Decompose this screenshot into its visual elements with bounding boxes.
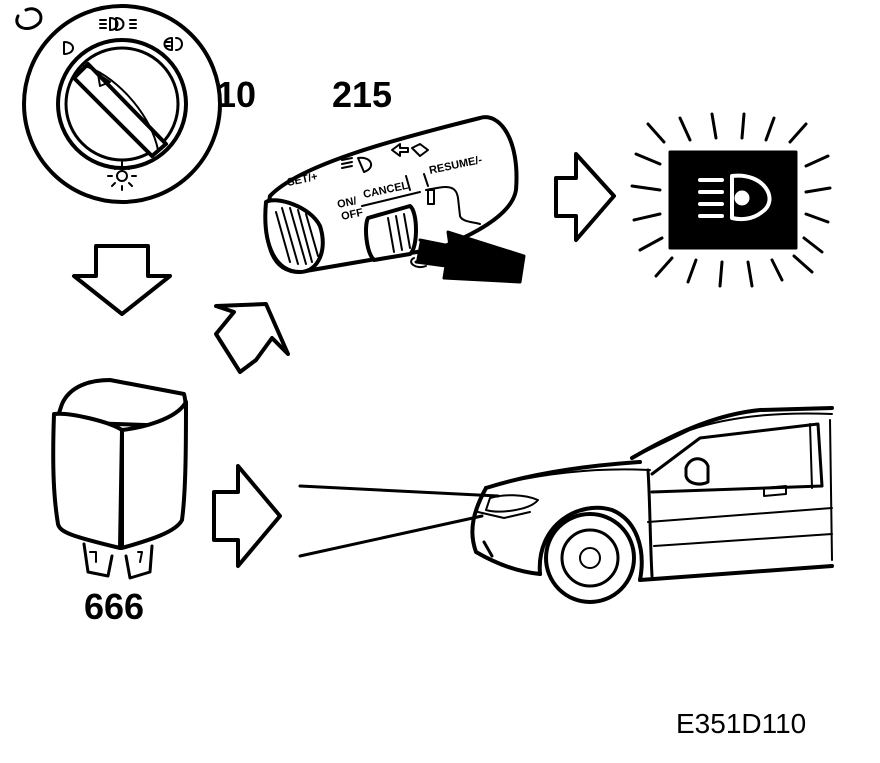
low-beam-icon xyxy=(99,17,137,31)
stalk-on-off-label-2: OFF xyxy=(340,207,364,223)
figure-code: E351D110 xyxy=(676,708,807,739)
car xyxy=(470,406,834,604)
light-beam-upper xyxy=(298,484,500,498)
headlight-flash-icon xyxy=(341,156,373,173)
light-switch-number: 10 xyxy=(216,74,257,115)
stalk-on-off-label-1: ON/ xyxy=(336,195,358,211)
arrow-down-icon xyxy=(72,244,172,316)
high-beam-indicator xyxy=(630,112,832,288)
light-switch xyxy=(22,4,222,204)
arrow-right-icon xyxy=(212,464,282,568)
light-beam-lower xyxy=(298,514,484,558)
arrow-right-icon xyxy=(554,152,616,242)
stalk-number: 215 xyxy=(332,74,393,115)
relay xyxy=(51,378,188,580)
turn-signal-icon xyxy=(391,143,429,157)
parking-light-icon xyxy=(63,41,74,55)
cruise-control-stalk xyxy=(263,115,526,284)
corner-mark xyxy=(15,7,43,31)
dash-illumination-icon xyxy=(107,161,137,191)
relay-number: 666 xyxy=(84,586,145,627)
arrow-up-right-icon xyxy=(214,302,290,374)
fog-light-icon xyxy=(163,37,183,51)
